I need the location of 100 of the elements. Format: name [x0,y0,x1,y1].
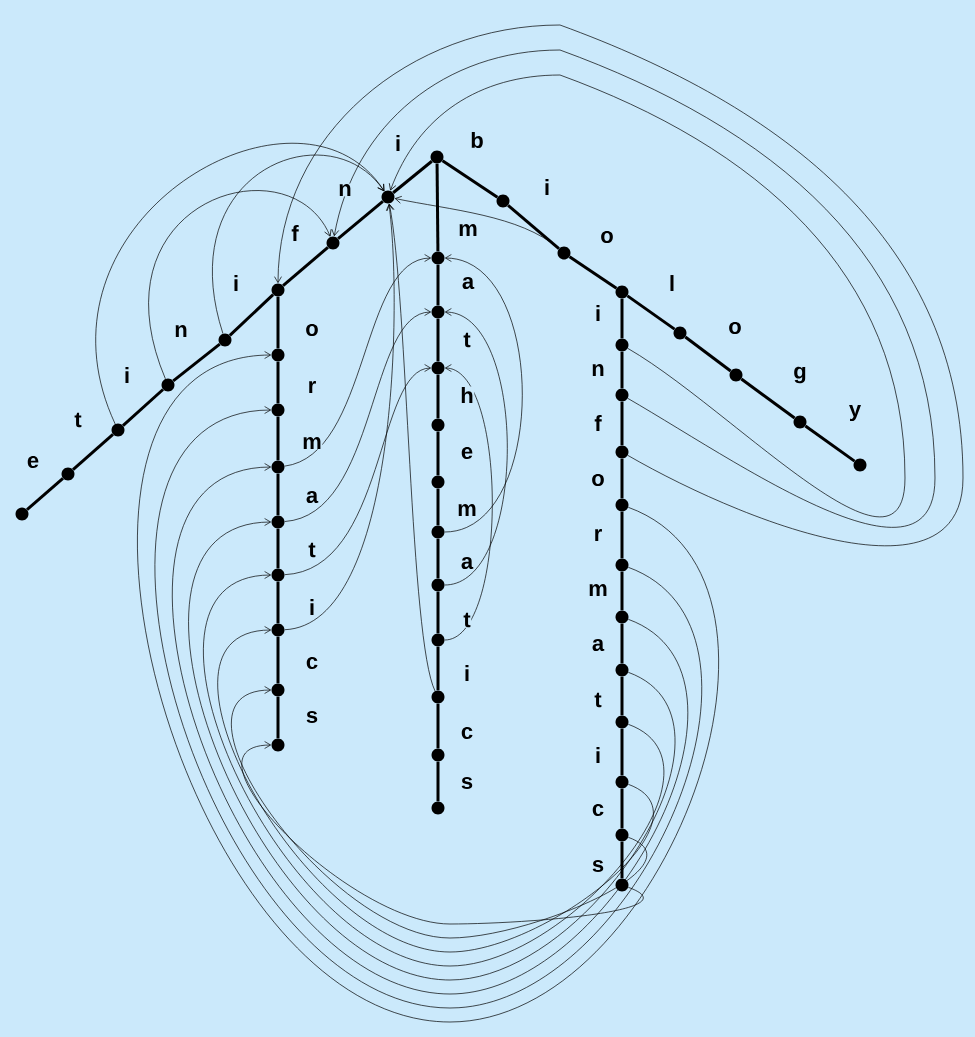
tree-edge [436,431,440,476]
tree-node [615,498,629,512]
link-arrow [217,626,654,953]
edge-label: c [305,656,319,670]
edge-label: i [123,366,131,384]
tree-edge [276,581,280,624]
edge-label: i [463,664,471,682]
tree-node [15,507,29,521]
tree-node [496,194,510,208]
tree-node [615,878,629,892]
tree-edge [436,761,440,802]
edge-label: s [460,776,474,790]
link-arrow [274,24,964,546]
tree-node [557,246,571,260]
tree-node [615,338,629,352]
link-arrow [188,518,676,981]
tree-node [271,283,285,297]
tree-node [615,388,629,402]
tree-edge [620,676,624,716]
tree-node [615,715,629,729]
link-arrow [388,74,906,518]
tree-edge [620,841,624,879]
tree-edge [620,728,624,776]
edge-label: a [461,276,475,290]
tree-node [271,738,285,752]
link-arrow [386,203,436,692]
tree-node [61,467,75,481]
edge-label: i [308,598,316,616]
link-arrow [284,364,431,576]
tree-edge [228,293,275,337]
tree-node [615,663,629,677]
tree-node [431,801,445,815]
tree-edge [276,696,280,739]
tree-node [431,361,445,375]
edge-label: e [460,446,474,460]
tree-node [615,558,629,572]
tree-edge [26,477,64,511]
link-arrow [284,308,431,522]
tree-edge [441,159,499,199]
edge-label: i [394,134,402,152]
tree-edge [436,374,440,419]
edge-label: t [462,332,472,348]
tree-node [161,378,175,392]
link-arrow [284,204,395,631]
tree-node [271,623,285,637]
tree-node [615,828,629,842]
edge-label: a [305,490,319,504]
edge-label: l [668,274,676,292]
edge-label: c [591,803,605,817]
link-arrow [95,142,385,425]
tree-edge [276,473,280,516]
tree-edge [436,538,440,579]
tree-node [271,348,285,362]
link-arrow [148,190,332,380]
tree-edge [276,416,280,461]
tree-edge [172,343,221,383]
edge-label: y [848,404,862,422]
tree-node [431,475,445,489]
tree-edge [568,255,618,290]
tree-edge [282,246,329,287]
tree-node [615,445,629,459]
edge-label: i [232,274,240,292]
tree-node [271,515,285,529]
tree-node [673,326,687,340]
tree-node [381,190,395,204]
link-arrow [242,741,644,925]
edge-label: i [594,304,602,322]
tree-edge [435,163,440,252]
tree-edge [620,571,624,611]
tree-edge [436,591,440,634]
tree-node [430,150,444,164]
tree-edge [620,351,624,389]
tree-node [615,610,629,624]
link-arrow [137,351,719,1023]
tree-node [271,460,285,474]
link-arrow [331,49,936,527]
tree-node [615,775,629,789]
tree-node [431,418,445,432]
edge-label: i [543,178,551,196]
tree-node [271,683,285,697]
tree-node [111,423,125,437]
edge-label: a [591,638,605,652]
tree-node [326,236,340,250]
tree-edge [507,204,560,250]
tree-edge [392,160,433,194]
edge-label: t [73,412,83,428]
link-arrow [203,571,664,967]
tree-edge [436,646,440,691]
tree-edge [436,488,440,526]
tree-edge [276,636,280,684]
tree-edge [620,623,624,664]
tree-node [431,690,445,704]
tree-edge [620,511,624,559]
tree-edge [620,401,624,446]
tree-edge [804,424,856,463]
edge-label: t [462,612,472,628]
tree-node [431,305,445,319]
tree-node [615,285,629,299]
edge-label: c [460,726,474,740]
edge-label: e [26,455,40,469]
